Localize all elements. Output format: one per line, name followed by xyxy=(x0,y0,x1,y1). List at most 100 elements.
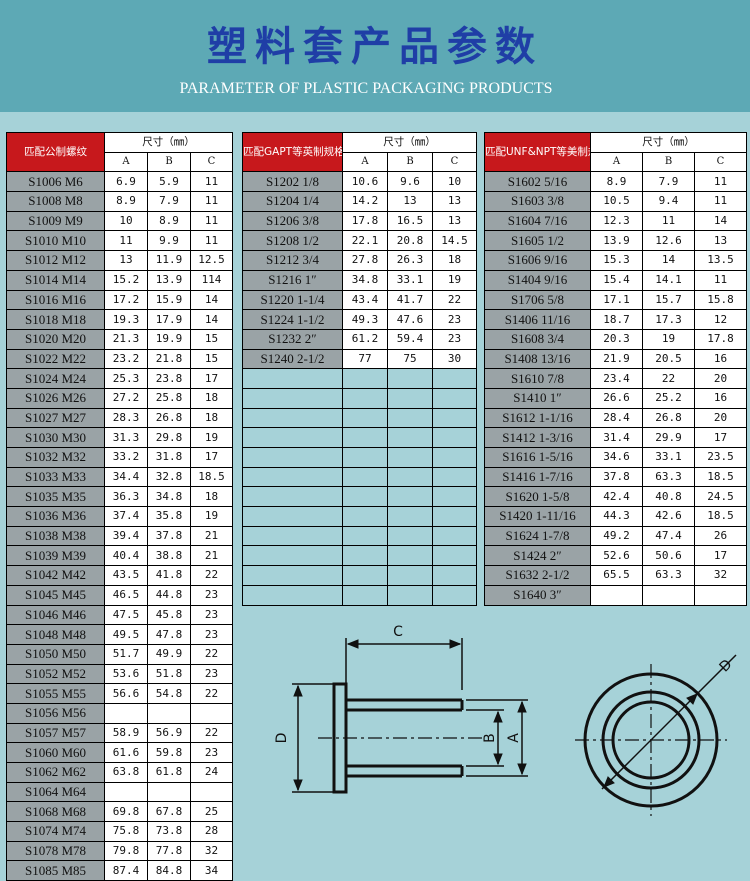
model-cell: S1640 3″ xyxy=(484,584,591,606)
page-title: 塑料套产品参数 xyxy=(207,24,543,70)
dimension-cell: 14.5 xyxy=(431,230,478,252)
dimension-cell: 49.5 xyxy=(104,624,148,645)
dimension-cell: 14 xyxy=(642,250,695,271)
model-cell: S1085 M85 xyxy=(6,860,105,881)
dimension-cell: 33.2 xyxy=(104,447,148,468)
empty-cell xyxy=(387,565,433,586)
column-header: C xyxy=(189,151,234,173)
dimension-cell: 50.6 xyxy=(642,545,695,567)
dimension-cell: 33.1 xyxy=(642,447,695,468)
empty-cell xyxy=(242,486,343,508)
dimension-cell: 17.8 xyxy=(693,328,748,350)
dimension-cell: 21.8 xyxy=(147,348,191,370)
dimension-cell: 67.8 xyxy=(147,801,191,823)
dimension-cell: 77.8 xyxy=(147,840,191,862)
empty-cell xyxy=(242,387,343,409)
dimension-cell: 87.4 xyxy=(104,860,148,881)
model-cell: S1006 M6 xyxy=(6,171,105,193)
empty-cell xyxy=(431,447,478,468)
model-cell: S1056 M56 xyxy=(6,702,105,724)
side-view xyxy=(292,638,528,794)
dimension-cell: 43.4 xyxy=(342,289,388,311)
dimension-cell: 19 xyxy=(642,328,695,350)
dimension-cell xyxy=(147,781,191,803)
dimension-cell: 15 xyxy=(189,348,234,370)
dimension-cell: 15 xyxy=(189,328,234,350)
model-cell: S1012 M12 xyxy=(6,250,105,271)
dimension-cell: 16 xyxy=(693,387,748,409)
empty-cell xyxy=(342,506,388,527)
dimension-cell: 37.8 xyxy=(590,466,643,488)
dimension-cell: 7.9 xyxy=(147,191,191,212)
model-cell: S1022 M22 xyxy=(6,348,105,370)
dimension-cell: 13 xyxy=(693,230,748,252)
dimension-cell: 47.4 xyxy=(642,525,695,547)
dimension-cell: 14.1 xyxy=(642,269,695,291)
dimension-cell: 18 xyxy=(189,407,234,429)
dimension-cell: 25.8 xyxy=(147,387,191,409)
dimension-cell: 49.2 xyxy=(590,525,643,547)
empty-cell xyxy=(342,427,388,448)
dimension-cell: 24 xyxy=(189,762,234,783)
dimension-cell: 18.7 xyxy=(590,309,643,330)
dimension-cell: 17.9 xyxy=(147,309,191,330)
dimension-cell: 59.8 xyxy=(147,742,191,763)
dimension-cell: 21 xyxy=(189,545,234,567)
empty-cell xyxy=(387,387,433,409)
dimension-cell: 25.3 xyxy=(104,368,148,389)
empty-cell xyxy=(342,407,388,429)
dimension-cell: 52.6 xyxy=(590,545,643,567)
column-header: A xyxy=(104,151,148,173)
table-row: S1640 3″ xyxy=(484,584,748,606)
column-header: B xyxy=(147,151,191,173)
dimension-cell: 43.5 xyxy=(104,565,148,586)
dimension-cell: 49.3 xyxy=(342,309,388,330)
dimension-cell: 13.5 xyxy=(693,250,748,271)
dimension-cell: 6.9 xyxy=(104,171,148,193)
model-cell: S1208 1/2 xyxy=(242,230,343,252)
column-header: B xyxy=(642,151,695,173)
dimension-cell: 53.6 xyxy=(104,663,148,685)
dimension-cell: 22.1 xyxy=(342,230,388,252)
dimension-cell: 41.8 xyxy=(147,565,191,586)
dimension-cell: 15.4 xyxy=(590,269,643,291)
dimension-cell xyxy=(642,584,695,606)
dimension-cell: 44.3 xyxy=(590,506,643,527)
dimension-cell: 15.7 xyxy=(642,289,695,311)
empty-cell xyxy=(431,545,478,567)
dimension-cell: 17.1 xyxy=(590,289,643,311)
dimension-cell: 23.2 xyxy=(104,348,148,370)
model-cell: S1018 M18 xyxy=(6,309,105,330)
model-cell: S1240 2-1/2 xyxy=(242,348,343,370)
dimension-cell: 10 xyxy=(104,210,148,232)
model-cell: S1406 11/16 xyxy=(484,309,591,330)
dimension-cell: 18.5 xyxy=(693,506,748,527)
dimension-cell: 47.8 xyxy=(147,624,191,645)
dimension-cell: 18 xyxy=(189,486,234,508)
dimension-cell: 36.3 xyxy=(104,486,148,508)
empty-cell xyxy=(431,584,478,606)
table-label: 匹配UNF&NPT等美制规格螺纹 xyxy=(484,131,591,173)
size-header: 尺寸（㎜） xyxy=(341,132,478,153)
dimension-cell: 21 xyxy=(189,525,234,547)
dimension-cell: 22 xyxy=(189,643,234,665)
empty-cell xyxy=(242,525,343,547)
dimension-cell: 34.8 xyxy=(342,269,388,291)
dimension-cell: 34.6 xyxy=(590,447,643,468)
